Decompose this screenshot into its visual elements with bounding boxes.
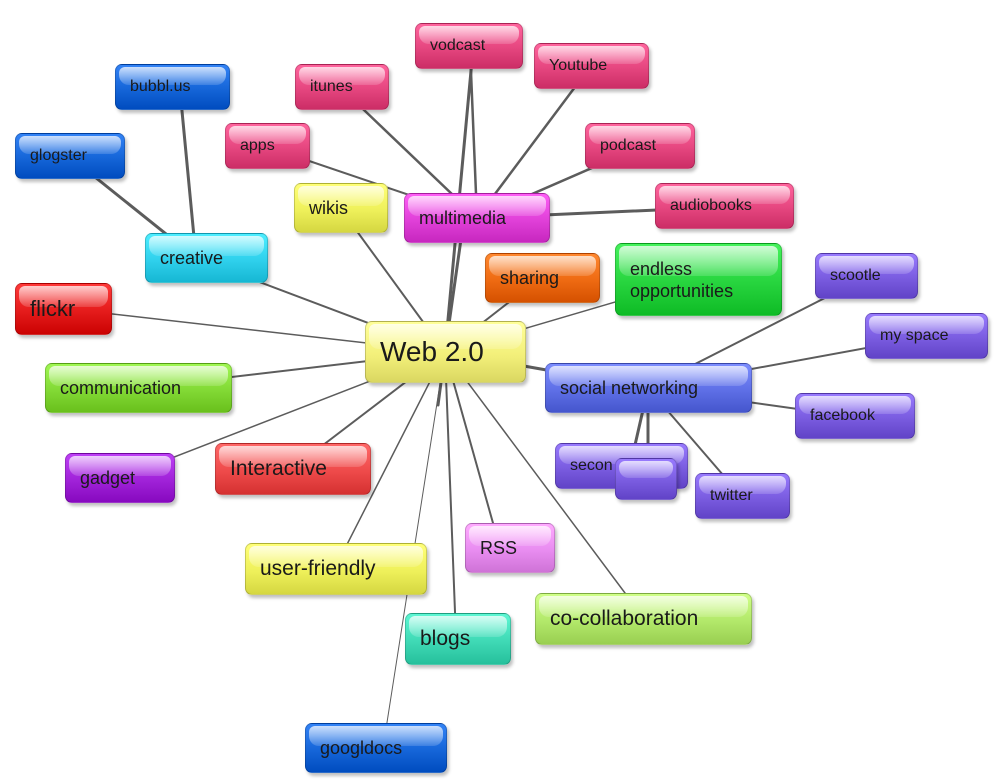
node-audiobooks[interactable]: audiobooks bbox=[655, 183, 794, 229]
connector-line bbox=[444, 351, 457, 639]
connector-line bbox=[444, 351, 626, 594]
connector-line bbox=[444, 351, 501, 549]
node-apps[interactable]: apps bbox=[225, 123, 310, 169]
node-multimedia[interactable]: multimedia bbox=[404, 193, 550, 243]
node-label: facebook bbox=[810, 407, 875, 424]
node-label: my space bbox=[880, 327, 949, 344]
node-podcast[interactable]: podcast bbox=[585, 123, 695, 169]
node-twitter[interactable]: twitter bbox=[695, 473, 790, 519]
node-communication[interactable]: communication bbox=[45, 363, 232, 413]
node-label: endless opportunities bbox=[630, 258, 734, 301]
node-co-collaboration[interactable]: co-collaboration bbox=[535, 593, 752, 645]
node-bubblus[interactable]: bubbl.us bbox=[115, 64, 230, 110]
node-label: sharing bbox=[500, 267, 560, 288]
node-label: audiobooks bbox=[670, 197, 752, 214]
node-itunes[interactable]: itunes bbox=[295, 64, 389, 110]
node-creative[interactable]: creative bbox=[145, 233, 268, 283]
node-rss[interactable]: RSS bbox=[465, 523, 555, 573]
node-scootle[interactable]: scootle bbox=[815, 253, 918, 299]
connector-line bbox=[178, 88, 198, 260]
connector-line bbox=[334, 351, 446, 569]
node-endless-opportunities[interactable]: endless opportunities bbox=[615, 243, 782, 316]
node-googldocs[interactable]: googldocs bbox=[305, 723, 447, 773]
node-label: co-collaboration bbox=[550, 607, 699, 630]
node-label: creative bbox=[160, 247, 224, 268]
node-blogs[interactable]: blogs bbox=[405, 613, 511, 665]
node-wikis[interactable]: wikis bbox=[294, 183, 388, 233]
node-label: user-friendly bbox=[260, 557, 376, 580]
connector-line bbox=[475, 65, 592, 220]
node-label: multimedia bbox=[419, 207, 507, 228]
node-label: communication bbox=[60, 377, 182, 398]
node-label: Interactive bbox=[230, 457, 327, 480]
node-label: apps bbox=[240, 137, 275, 154]
node-glogster[interactable]: glogster bbox=[15, 133, 125, 179]
node-sharing[interactable]: sharing bbox=[485, 253, 600, 303]
node-gadget[interactable]: gadget bbox=[65, 453, 175, 503]
node-label: itunes bbox=[310, 78, 353, 95]
node-label: vodcast bbox=[430, 37, 486, 54]
node-label: Youtube bbox=[549, 57, 608, 74]
node-label: blogs bbox=[420, 627, 471, 650]
node-label: RSS bbox=[480, 537, 518, 558]
node-label: wikis bbox=[309, 197, 348, 218]
node-overlap-small[interactable] bbox=[615, 458, 677, 500]
node-label: glogster bbox=[30, 147, 87, 164]
node-web20-center[interactable]: Web 2.0 bbox=[365, 321, 526, 383]
node-vodcast[interactable]: vodcast bbox=[415, 23, 523, 69]
node-label: twitter bbox=[710, 487, 753, 504]
node-youtube[interactable]: Youtube bbox=[534, 43, 649, 89]
node-interactive[interactable]: Interactive bbox=[215, 443, 371, 495]
node-user-friendly[interactable]: user-friendly bbox=[245, 543, 427, 595]
node-facebook[interactable]: facebook bbox=[795, 393, 915, 439]
node-label: secon bbox=[570, 457, 613, 474]
node-label: bubbl.us bbox=[130, 78, 191, 95]
connector-line bbox=[468, 46, 479, 220]
node-label: flickr bbox=[30, 296, 76, 321]
node-label: gadget bbox=[80, 467, 136, 488]
center-label: Web 2.0 bbox=[380, 336, 484, 367]
node-label: podcast bbox=[600, 137, 657, 154]
node-flickr[interactable]: flickr bbox=[15, 283, 112, 335]
node-label: googldocs bbox=[320, 737, 403, 758]
node-myspace[interactable]: my space bbox=[865, 313, 988, 359]
node-label: scootle bbox=[830, 267, 881, 284]
node-label: social networking bbox=[560, 377, 699, 398]
node-social-networking[interactable]: social networking bbox=[545, 363, 752, 413]
